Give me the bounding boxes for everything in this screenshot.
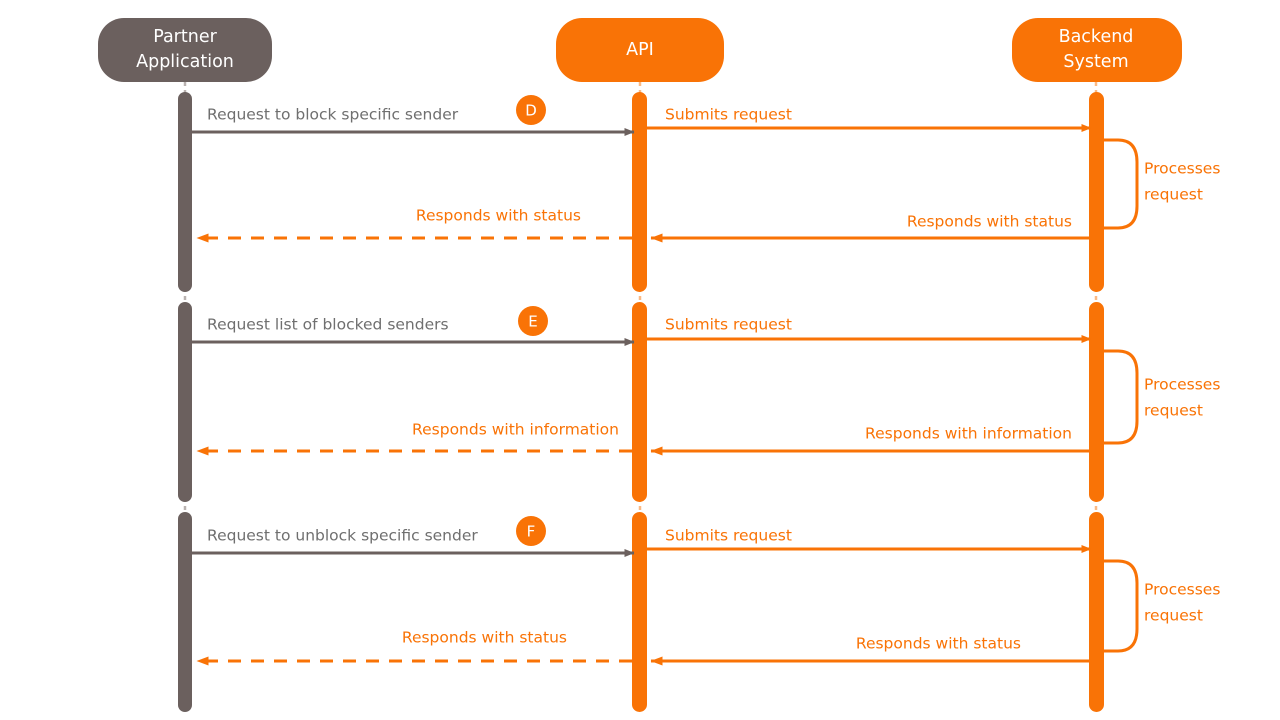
self-call-label-F-line2: request bbox=[1144, 607, 1203, 625]
message-label-response-left-D: Responds with status bbox=[416, 207, 581, 225]
step-badge-E[interactable]: E bbox=[518, 306, 548, 336]
self-call-loop-E bbox=[1104, 349, 1139, 445]
step-badge-F[interactable]: F bbox=[516, 516, 546, 546]
message-label-response-right-E: Responds with information bbox=[865, 425, 1072, 443]
participant-header-backend[interactable]: Backend System bbox=[1012, 18, 1182, 82]
activation-bars bbox=[178, 92, 1104, 712]
message-label-response-left-E: Responds with information bbox=[412, 421, 619, 439]
participant-label-api: API bbox=[626, 40, 654, 60]
message-label-request-left-D: Request to block specific sender bbox=[207, 106, 459, 124]
self-call-loop-F bbox=[1104, 559, 1139, 653]
message-label-request-right-E: Submits request bbox=[665, 316, 792, 334]
interaction-block-F: Request to unblock specific sender F Sub… bbox=[190, 516, 1220, 666]
participant-label-backend-line2: System bbox=[1063, 52, 1128, 72]
interaction-block-D: Request to block specific sender D Submi… bbox=[190, 95, 1220, 243]
step-badge-letter-D: D bbox=[525, 102, 537, 120]
self-call-label-D-line1: Processes bbox=[1144, 160, 1220, 178]
participant-label-backend-line1: Backend bbox=[1059, 27, 1134, 47]
self-call-label-E-line2: request bbox=[1144, 402, 1203, 420]
step-badge-D[interactable]: D bbox=[516, 95, 546, 125]
self-call-label-D-line2: request bbox=[1144, 186, 1203, 204]
self-call-label-E-line1: Processes bbox=[1144, 376, 1220, 394]
participant-label-partner-line1: Partner bbox=[153, 27, 217, 47]
participant-label-partner-line2: Application bbox=[136, 52, 234, 72]
message-label-response-right-D: Responds with status bbox=[907, 213, 1072, 231]
message-label-response-right-F: Responds with status bbox=[856, 635, 1021, 653]
self-call-label-F-line1: Processes bbox=[1144, 581, 1220, 599]
participant-header-api[interactable]: API bbox=[556, 18, 724, 82]
message-label-request-left-E: Request list of blocked senders bbox=[207, 316, 449, 334]
step-badge-letter-E: E bbox=[528, 313, 537, 331]
message-label-response-left-F: Responds with status bbox=[402, 629, 567, 647]
interaction-block-E: Request list of blocked senders E Submit… bbox=[190, 306, 1220, 456]
message-label-request-left-F: Request to unblock specific sender bbox=[207, 527, 478, 545]
message-label-request-right-D: Submits request bbox=[665, 106, 792, 124]
step-badge-letter-F: F bbox=[527, 523, 536, 541]
self-call-loop-D bbox=[1104, 138, 1139, 230]
participant-header-partner[interactable]: Partner Application bbox=[98, 18, 272, 82]
message-label-request-right-F: Submits request bbox=[665, 527, 792, 545]
